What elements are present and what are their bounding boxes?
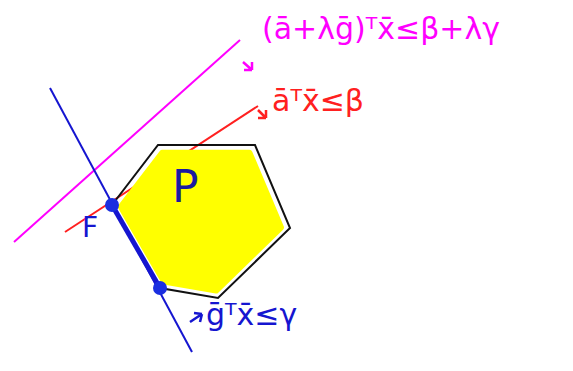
polytope-hexagon: P [100,135,300,310]
red-inequality: āᵀx̄≤β [272,86,364,116]
vertex-dot [105,198,119,212]
polytope-fill [121,153,281,291]
blue-inequality: ḡᵀx̄≤γ [206,300,297,330]
hexagon-outline [100,135,300,310]
combined-inequality: (ā+λḡ)ᵀx̄≤β+λγ [262,14,500,44]
polytope-label: P [172,165,199,209]
face-label: F [82,214,98,242]
blue-arrow [190,313,202,322]
magenta-arrow [243,62,252,70]
face-segment [112,205,160,288]
vertex-dot [153,281,167,295]
red-arrow [258,110,266,118]
polytope-outline [112,145,290,298]
